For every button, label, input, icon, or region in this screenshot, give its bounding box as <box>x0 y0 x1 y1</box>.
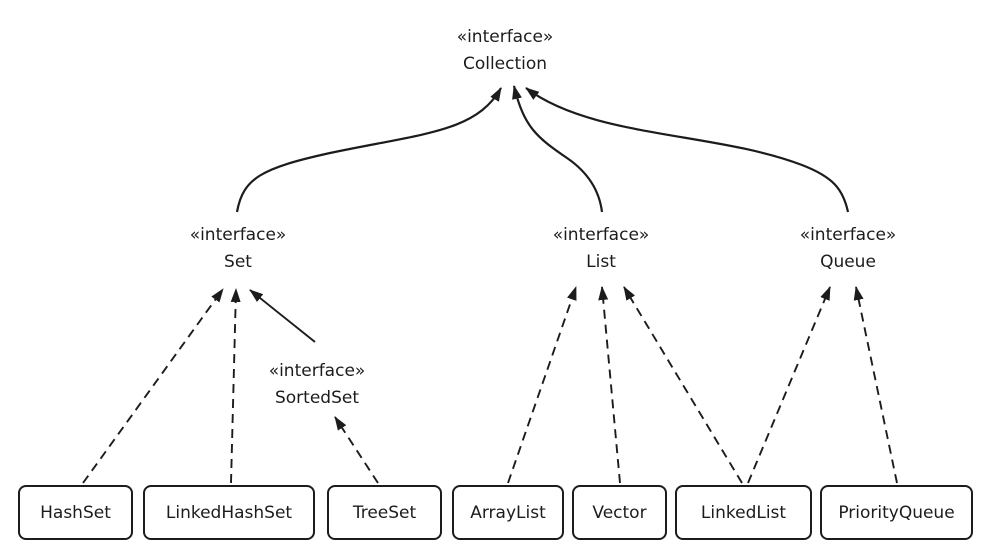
arraylist-name: ArrayList <box>470 502 546 523</box>
node-sortedset: «interface» SortedSet <box>269 358 366 412</box>
queue-stereotype: «interface» <box>799 225 897 245</box>
sortedset-stereotype: «interface» <box>268 361 366 381</box>
edge-sortedset-set <box>249 289 316 343</box>
sortedset-name: SortedSet <box>274 388 359 408</box>
edge-list-collection <box>512 85 604 213</box>
class-vector: Vector <box>572 485 667 540</box>
edge-linkedlist-list <box>623 286 743 484</box>
node-set: «interface» Set <box>190 222 287 276</box>
class-linkedhashset: LinkedHashSet <box>143 485 315 540</box>
list-name: List <box>586 252 616 272</box>
edge-hashset-set <box>82 288 224 484</box>
node-queue: «interface» Queue <box>800 222 897 276</box>
set-name: Set <box>224 252 252 272</box>
queue-name: Queue <box>820 252 876 272</box>
edge-queue-collection <box>525 87 850 213</box>
list-stereotype: «interface» <box>552 225 650 245</box>
class-treeset: TreeSet <box>327 485 442 540</box>
edge-set-collection <box>235 87 502 213</box>
edge-vector-list <box>598 286 621 484</box>
vector-name: Vector <box>592 502 647 523</box>
edge-linkedhashset-set <box>230 288 241 484</box>
class-hashset: HashSet <box>18 485 133 540</box>
node-collection: «interface» Collection <box>457 24 554 78</box>
linkedlist-name: LinkedList <box>700 502 787 523</box>
edge-arraylist-list <box>507 286 577 484</box>
class-arraylist: ArrayList <box>452 485 564 540</box>
edge-treeset-sortedset <box>334 416 379 484</box>
edge-priorityqueue-queue <box>853 286 898 484</box>
treeset-name: TreeSet <box>352 502 417 523</box>
set-stereotype: «interface» <box>189 225 287 245</box>
collection-name: Collection <box>462 54 548 74</box>
hashset-name: HashSet <box>40 502 111 523</box>
class-priorityqueue: PriorityQueue <box>820 485 973 540</box>
edge-linkedlist-queue <box>747 286 831 484</box>
priorityqueue-name: PriorityQueue <box>838 502 955 523</box>
class-linkedlist: LinkedList <box>675 485 812 540</box>
linkedhashset-name: LinkedHashSet <box>165 502 293 523</box>
node-list: «interface» List <box>553 222 650 276</box>
collection-stereotype: «interface» <box>456 27 554 47</box>
